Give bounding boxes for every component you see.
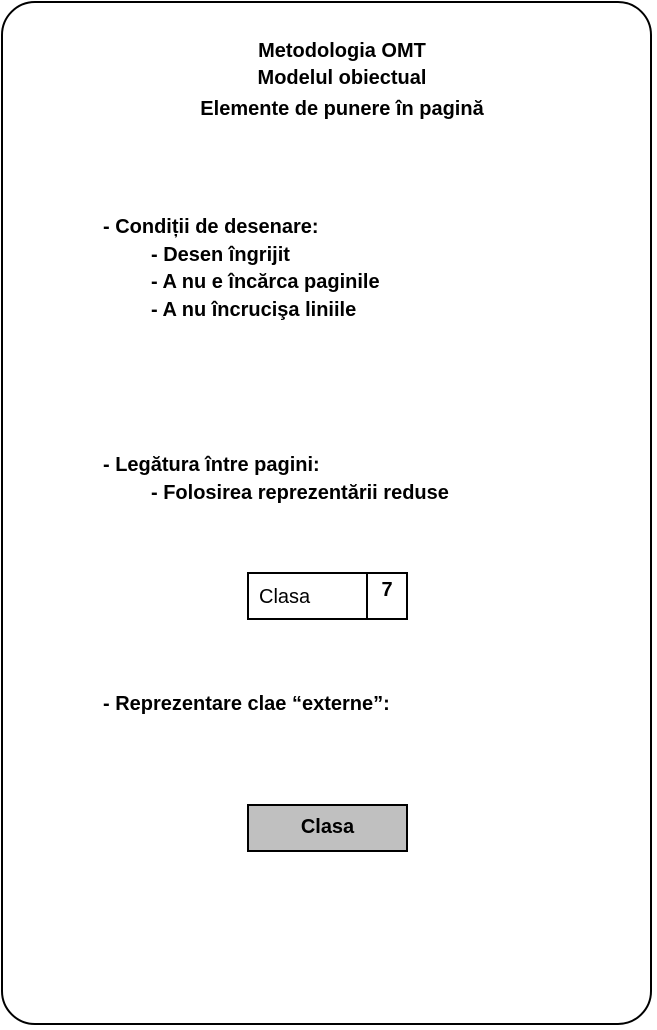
external-class-name: Clasa (300, 816, 355, 838)
list-item: - Desen îngrijit (151, 244, 290, 266)
page-number-box: 7 (366, 572, 408, 620)
section-page-links-heading: - Legătura între pagini: (103, 454, 320, 476)
reduced-class-name: Clasa (259, 586, 311, 608)
page-number: 7 (381, 579, 393, 601)
list-item: - A nu încrucişa liniile (151, 299, 357, 321)
external-class-box: Clasa (247, 804, 408, 852)
title-line-1: Metodologia OMT (258, 40, 426, 62)
section-drawing-conditions-heading: - Condiții de desenare: (103, 216, 319, 238)
reduced-class-box: Clasa (247, 572, 368, 620)
section-external-classes-heading: - Reprezentare clae “externe”: (103, 693, 390, 715)
title-line-3: Elemente de punere în pagină (200, 98, 484, 120)
title-line-2: Modelul obiectual (257, 67, 427, 89)
list-item: - A nu e încărca paginile (151, 271, 380, 293)
list-item: - Folosirea reprezentării reduse (151, 482, 449, 504)
